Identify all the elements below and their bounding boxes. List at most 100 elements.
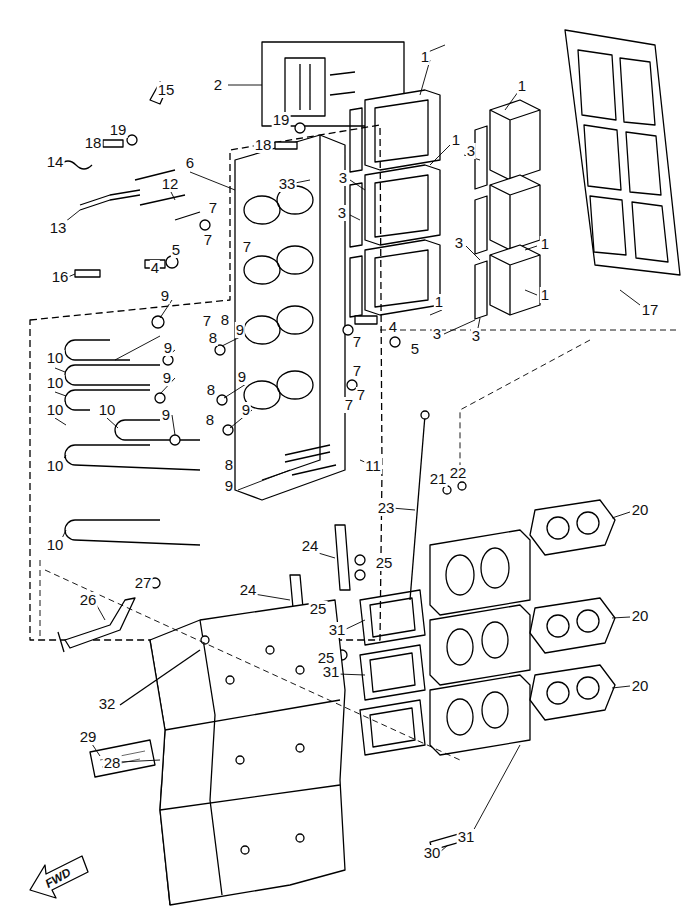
- callout-number: 1: [540, 236, 550, 252]
- callout-number: 17: [641, 302, 660, 318]
- callout-number: 15: [157, 82, 176, 98]
- leader-line: [55, 45, 640, 852]
- reed-valve: [490, 100, 540, 315]
- callout-number: 29: [79, 729, 98, 745]
- callout-number: 4: [150, 260, 160, 276]
- callout-number: 7: [242, 239, 252, 255]
- callout-number: 24: [301, 538, 320, 554]
- callout-number: 3: [454, 235, 464, 251]
- fitting: [443, 486, 451, 494]
- callout-number: 6: [185, 155, 195, 171]
- callout-number: 20: [631, 502, 650, 518]
- carburetor-housing: [430, 530, 530, 755]
- reed-detail: [300, 64, 355, 110]
- callout-number: 12: [161, 176, 180, 192]
- callout-number: 9: [163, 340, 173, 356]
- bracket: [335, 525, 350, 590]
- callout-number: 19: [272, 112, 291, 128]
- callout-number: 3: [337, 205, 347, 221]
- large-gasket: [565, 30, 680, 275]
- callout-number: 8: [208, 330, 218, 346]
- callout-number: 3: [432, 326, 442, 342]
- callout-number: 9: [237, 369, 247, 385]
- callout-number: 7: [208, 200, 218, 216]
- callout-number: 8: [206, 382, 216, 398]
- callout-number: 19: [109, 122, 128, 138]
- callout-number: 14: [46, 154, 65, 170]
- callout-number: 9: [235, 322, 245, 338]
- callout-number: 8: [224, 457, 234, 473]
- callout-number: 7: [203, 232, 213, 248]
- bolt: [120, 650, 200, 705]
- callout-number: 33: [278, 176, 297, 192]
- reed-detail: [285, 58, 325, 116]
- callout-number: 13: [49, 220, 68, 236]
- callout-number: 27: [134, 575, 153, 591]
- callout-number: 7: [202, 313, 212, 329]
- callout-number: 10: [98, 402, 117, 418]
- callout-number: 10: [46, 458, 65, 474]
- gasket: [350, 108, 362, 317]
- callout-number: 20: [631, 678, 650, 694]
- gasket: [360, 590, 425, 755]
- reed-valve: [365, 90, 440, 315]
- callout-number: 31: [322, 664, 341, 680]
- callout-number: 8: [205, 412, 215, 428]
- callout-number: 20: [631, 608, 650, 624]
- assembly-line: [40, 330, 680, 760]
- callout-number: 18: [254, 137, 273, 153]
- callout-number: 3: [471, 328, 481, 344]
- callout-number: 3: [466, 143, 476, 159]
- callout-number: 25: [375, 555, 394, 571]
- callout-number: 30: [423, 845, 442, 861]
- callout-number: 1: [540, 287, 550, 303]
- link-rod: [410, 415, 425, 600]
- callout-number: 9: [162, 370, 172, 386]
- callout-number: 26: [79, 592, 98, 608]
- hose: [65, 170, 336, 545]
- silencer-cover: [150, 600, 345, 905]
- callout-number: 24: [239, 582, 258, 598]
- callout-number: 22: [449, 465, 468, 481]
- callout-number: 4: [388, 319, 398, 335]
- callout-number: 10: [46, 402, 65, 418]
- callout-number: 31: [328, 622, 347, 638]
- callout-number: 7: [352, 334, 362, 350]
- callout-number: 31: [457, 829, 476, 845]
- callout-number: 23: [377, 500, 396, 516]
- fitting: [60, 82, 400, 445]
- callout-number: 9: [224, 478, 234, 494]
- callout-number: 18: [84, 135, 103, 151]
- callout-number: 10: [46, 350, 65, 366]
- gasket: [475, 126, 487, 319]
- fitting: [421, 411, 429, 419]
- callout-number: 10: [46, 537, 65, 553]
- callout-number: 8: [220, 312, 230, 328]
- callout-number: 11: [364, 458, 382, 474]
- callout-number: 9: [241, 402, 251, 418]
- callout-number: 32: [98, 696, 117, 712]
- direction-arrow: [30, 856, 88, 898]
- fitting: [458, 482, 466, 490]
- callout-number: 7: [352, 363, 362, 379]
- callout-number: 16: [51, 269, 70, 285]
- callout-number: 1: [420, 49, 430, 65]
- callout-number: 9: [160, 288, 170, 304]
- callout-number: 21: [429, 471, 448, 487]
- callout-number: 5: [410, 341, 420, 357]
- callout-number: 1: [451, 132, 461, 148]
- callout-number: 9: [161, 407, 171, 423]
- gasket: [530, 500, 615, 720]
- callout-number: 3: [338, 170, 348, 186]
- intake-manifold: [235, 135, 345, 500]
- callout-number: 1: [517, 78, 527, 94]
- callout-number: 1: [434, 294, 444, 310]
- callout-number: 2: [213, 77, 223, 93]
- callout-number: 25: [309, 601, 328, 617]
- callout-number: 7: [344, 397, 354, 413]
- group-outline: [30, 125, 382, 640]
- decal: [90, 740, 155, 777]
- callout-number: 7: [356, 387, 366, 403]
- callout-number: 28: [103, 755, 122, 771]
